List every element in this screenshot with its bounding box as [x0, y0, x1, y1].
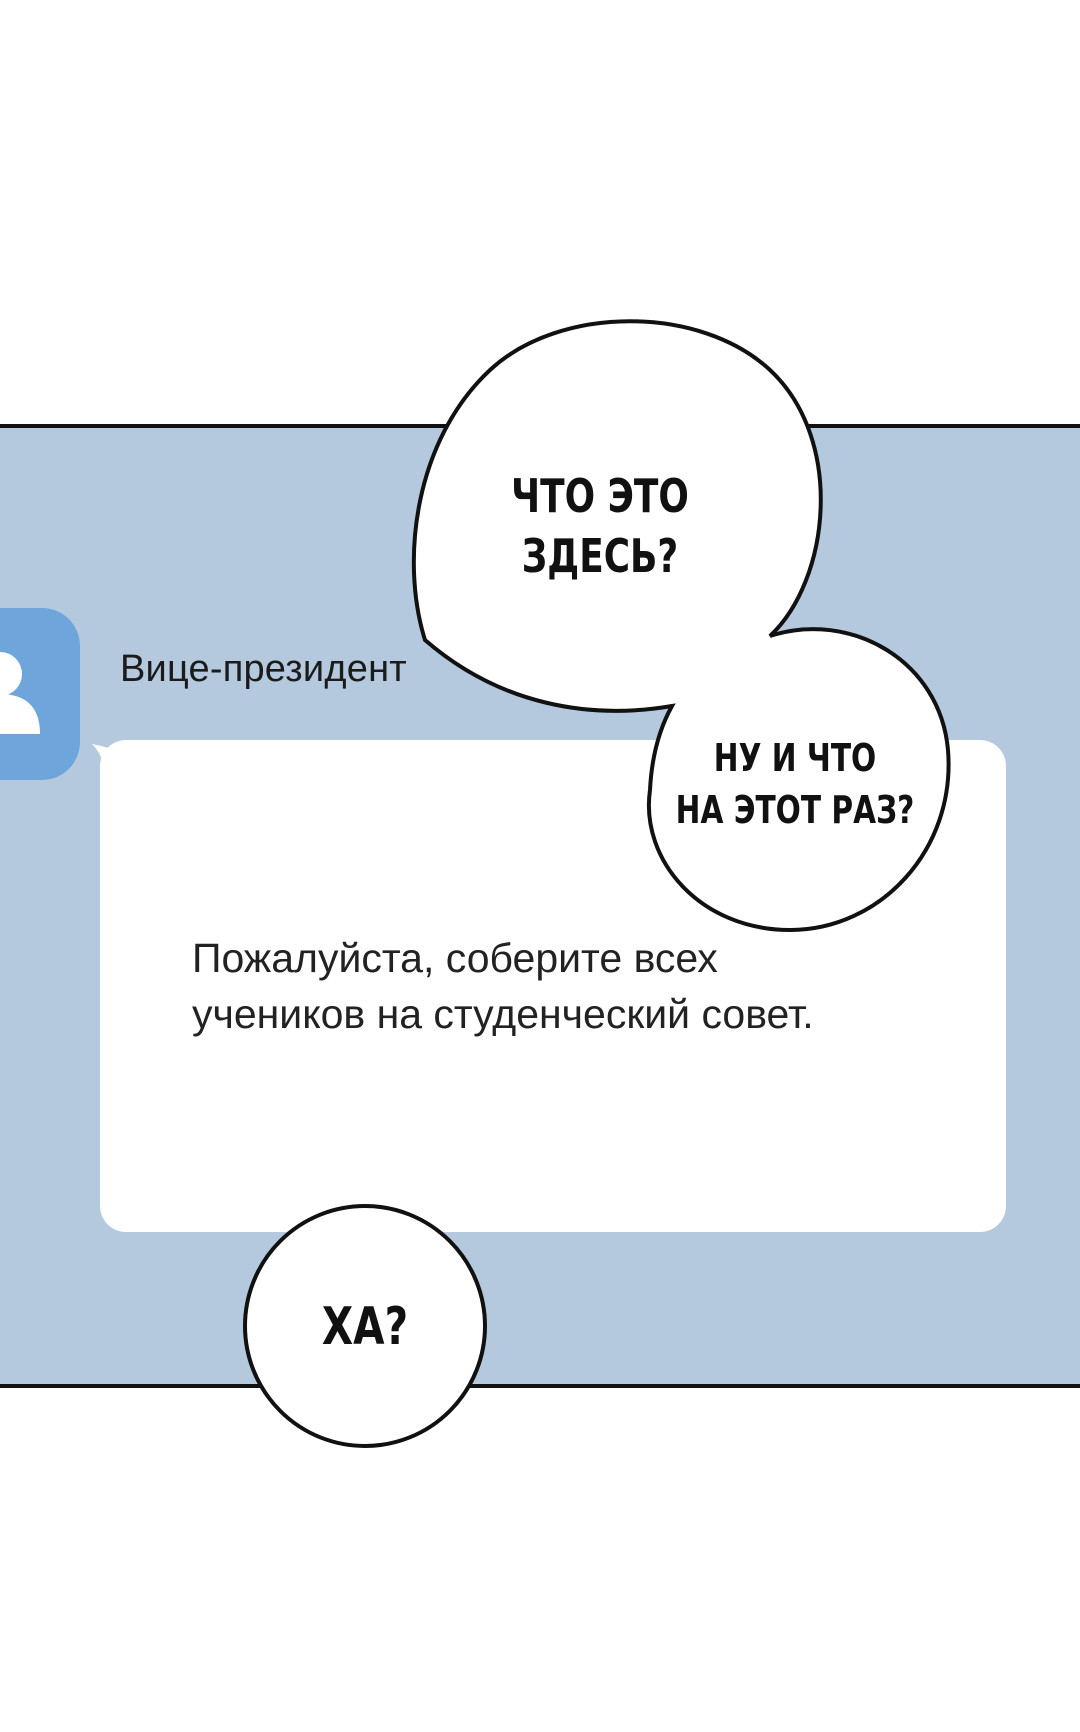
- user-icon: [0, 652, 40, 734]
- balloon-3-shape: [243, 1204, 487, 1448]
- sender-avatar[interactable]: [0, 608, 80, 780]
- balloon-2-text: НУ И ЧТО НА ЭТОТ РАЗ?: [674, 732, 916, 836]
- message-line-1: Пожалуйста, соберите всех: [192, 935, 718, 981]
- message-line-2: учеников на студенческий совет.: [192, 991, 814, 1037]
- balloon-2-line-2: НА ЭТОТ РАЗ?: [675, 788, 915, 832]
- balloon-1-shape: [411, 319, 951, 933]
- balloon-1-line-2: ЗДЕСЬ?: [521, 529, 679, 583]
- balloon-1-line-1: ЧТО ЭТО: [511, 469, 689, 523]
- balloon-3-text: ХА?: [303, 1296, 428, 1358]
- message-text: Пожалуйста, соберите всех учеников на ст…: [192, 930, 912, 1042]
- sender-name: Вице-президент: [120, 648, 407, 690]
- balloon-3-line-1: ХА?: [321, 1297, 409, 1357]
- balloon-1-text: ЧТО ЭТО ЗДЕСЬ?: [499, 466, 702, 586]
- balloon-2-line-1: НУ И ЧТО: [713, 736, 877, 780]
